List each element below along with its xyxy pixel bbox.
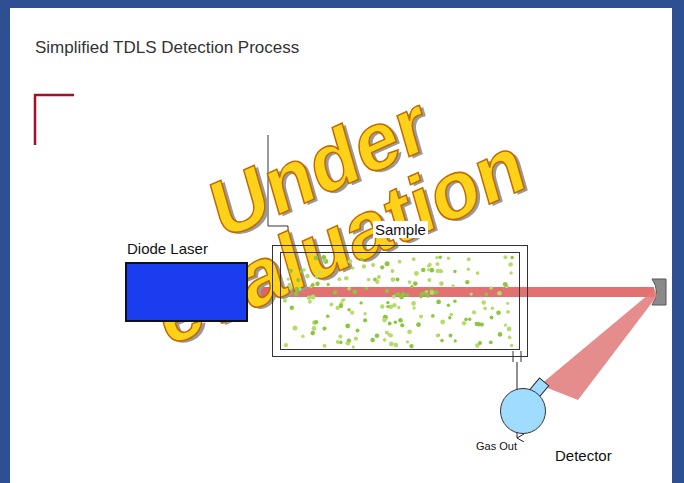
corner-mark xyxy=(35,95,74,145)
node-label: Diode Laser xyxy=(125,240,210,257)
node-label: Sample xyxy=(373,221,428,238)
node-label: Detector xyxy=(553,447,614,464)
sample-cell: Sample xyxy=(272,245,528,357)
detector-circle: Detector xyxy=(500,388,546,434)
gas-out-label: Gas Out xyxy=(474,440,519,452)
diode-laser-box: Diode Laser xyxy=(125,262,248,322)
reflected-beam xyxy=(540,289,657,400)
gas-molecules xyxy=(281,253,521,351)
laser-beam xyxy=(272,287,654,297)
slide-title: Simplified TDLS Detection Process xyxy=(35,38,299,58)
